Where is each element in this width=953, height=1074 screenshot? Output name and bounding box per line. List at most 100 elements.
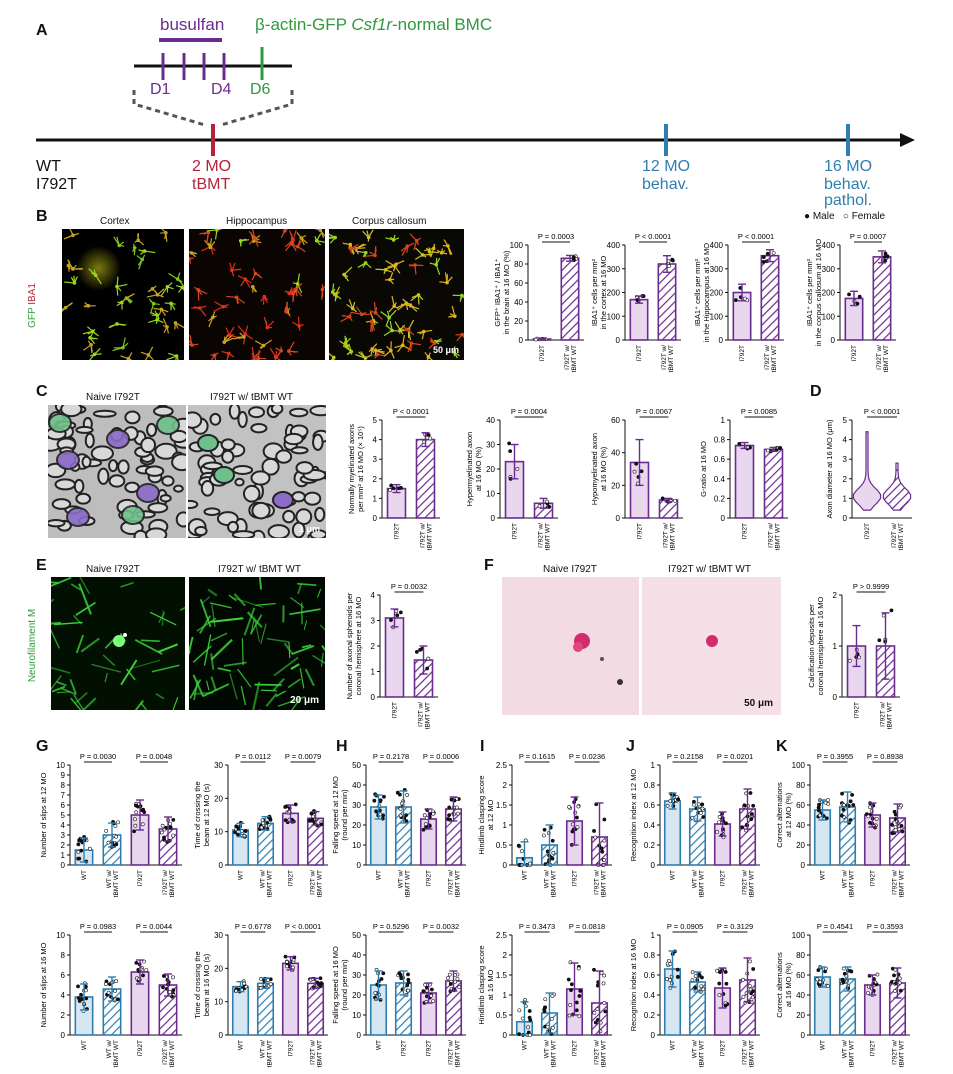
y-axis-label-line: in the Hippocampus at 16 MO [702, 243, 711, 342]
y-tick-label: 0 [719, 336, 724, 345]
p-value-label: P = 0.1615 [519, 752, 555, 761]
microglia-soma [189, 256, 192, 261]
microglia-soma [126, 356, 131, 360]
microglia-soma [196, 288, 201, 292]
microglia-soma [318, 229, 323, 232]
axon-profile [73, 478, 85, 494]
data-point [527, 1015, 532, 1020]
x-category-label-line: I792T w/ [892, 870, 899, 895]
data-point [855, 301, 860, 306]
microglia-cell [62, 302, 73, 312]
microglia-cell [394, 334, 412, 353]
y-tick-label: 0.8 [714, 436, 726, 445]
data-point [261, 821, 265, 826]
behav2-label: behav. [824, 176, 871, 193]
y-tick-label: 0 [219, 1031, 224, 1040]
microglia-cell [189, 334, 199, 347]
microglia-cell [263, 316, 275, 330]
x-category-label-line: I792T w/ [594, 870, 601, 895]
data-point [877, 638, 882, 643]
y-tick-label: 0 [801, 861, 806, 870]
data-point [431, 811, 436, 816]
x-category-label-line: I792T w/ [538, 523, 545, 548]
data-point [578, 989, 583, 993]
x-category-label-line: tBMT WT [601, 870, 608, 897]
axon-profile [173, 484, 184, 493]
axon-profile [140, 436, 157, 454]
data-point [543, 1005, 548, 1010]
y-tick-label: 1.5 [496, 801, 508, 810]
y-tick-label: 3 [371, 617, 376, 626]
y-tick-label: 20 [214, 964, 223, 973]
data-point [542, 827, 547, 832]
microglia-cell [204, 238, 216, 250]
data-point [701, 987, 706, 992]
axon-profile [145, 527, 168, 538]
microglia-cell [287, 287, 299, 296]
microglia-soma [155, 317, 159, 322]
data-point [818, 980, 823, 985]
data-point [692, 799, 696, 804]
y-tick-label: 200 [822, 289, 836, 298]
b-legend: ● Male ○ Female [804, 211, 886, 222]
data-point [897, 976, 902, 981]
bar [663, 800, 682, 866]
y-axis-label-line: Hindlimb clasping score [477, 945, 486, 1024]
y-tick-label: 30 [214, 931, 223, 940]
x-category-label: I792T [512, 523, 519, 540]
microglia-cell [160, 229, 168, 242]
microglia-cell [260, 294, 269, 305]
microglia-soma [212, 353, 217, 358]
data-point [818, 813, 822, 818]
microglia-cell [410, 293, 424, 305]
data-point [839, 813, 844, 818]
microglia-soma [289, 240, 294, 245]
y-axis-label-line: (round per min) [340, 959, 349, 1011]
x-category-label-line: tBMT WT [551, 1040, 558, 1067]
microglia-soma [230, 268, 234, 273]
data-point [675, 967, 680, 972]
y-tick-label: 0.5 [496, 1011, 508, 1020]
microglia-cell [414, 247, 433, 260]
y-tick-label: 0 [371, 693, 376, 702]
y-tick-label: 0.2 [644, 841, 656, 850]
microglia-soma [206, 230, 211, 235]
microglia-soma [421, 329, 426, 334]
microglia-soma [439, 250, 444, 255]
y-tick-label: 80 [796, 951, 805, 960]
y-axis-label: IBA1⁺ cells per mm²in the corpus callosu… [805, 239, 823, 347]
y-tick-label: 0 [61, 1031, 66, 1040]
data-point [113, 824, 118, 828]
p-value-label: P = 0.0032 [423, 922, 459, 931]
x-category-label-line: I792T w/ [162, 870, 169, 895]
microglia-soma [416, 293, 421, 297]
microglia-cell [164, 301, 176, 311]
data-point [84, 996, 89, 1001]
y-tick-label: 0 [616, 336, 621, 345]
microglia-soma [256, 356, 261, 360]
axon-profile [147, 502, 169, 514]
b-col-hippocampus: Hippocampus [226, 216, 288, 227]
p-value-label: P = 0.0003 [538, 232, 574, 241]
y-axis-label-line: at 12 MO (%) [784, 792, 793, 837]
data-point [414, 649, 419, 654]
x-category-label: I792T [854, 702, 861, 719]
d4-label: D4 [211, 81, 232, 98]
data-point [168, 821, 173, 826]
microglia-cell [296, 232, 308, 246]
axon-profile [144, 465, 165, 477]
x-category-label-line: tBMT WT [113, 1040, 120, 1067]
p-value-label: P = 0.0048 [136, 752, 172, 761]
axon-profile [146, 422, 158, 438]
y-tick-label: 0.4 [644, 821, 656, 830]
y-axis-label-line: in the cortex at 16 MO [599, 255, 608, 329]
microglia-cell [448, 305, 457, 318]
x-category-label-line: tBMT WT [749, 1040, 756, 1067]
p-value-label: P = 0.0006 [423, 752, 459, 761]
y-tick-label: 1 [651, 761, 656, 770]
b-micrograph-cc: 50 μm [329, 229, 464, 360]
data-point [569, 982, 574, 987]
y-axis-label: Hypermyelinated axonat 16 MO (%) [465, 432, 483, 507]
x-category-label: I792T w/tBMT WT [564, 345, 578, 373]
